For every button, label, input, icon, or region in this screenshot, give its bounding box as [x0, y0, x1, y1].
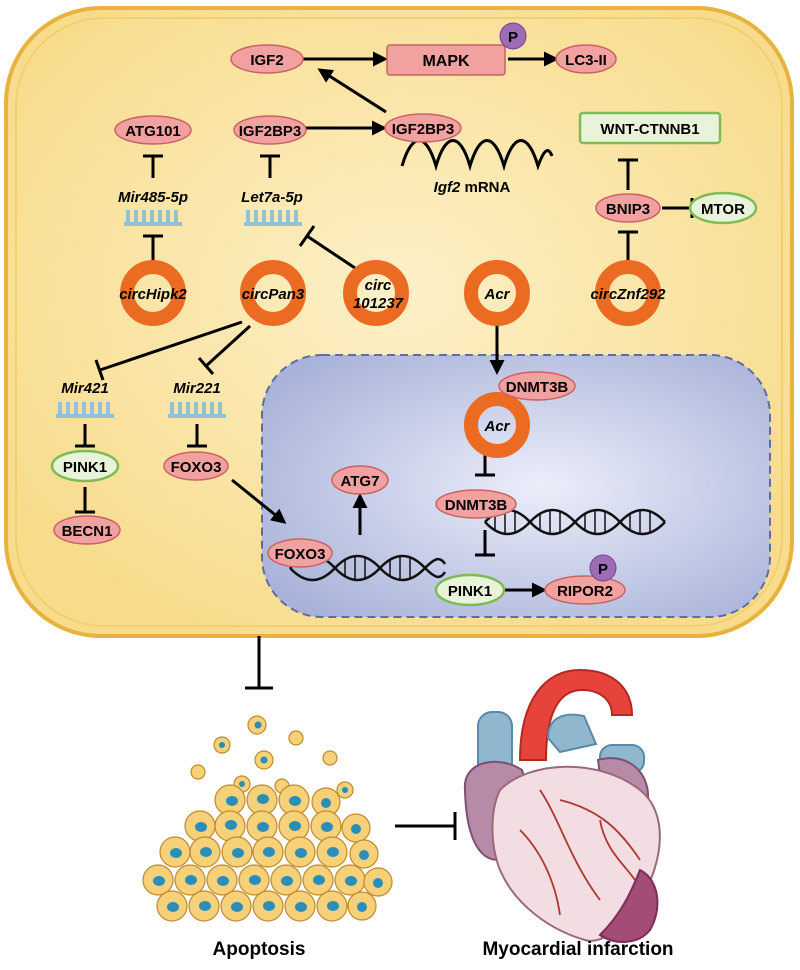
igf2bp3-label-b: IGF2BP3 [392, 121, 455, 138]
circ-rings [120, 260, 661, 458]
dnmt3b-label-a: DNMT3B [506, 379, 569, 396]
mir421-label: Mir421 [61, 380, 109, 397]
phospho-mapk-label: P [508, 29, 518, 46]
let7a-label: Let7a-5p [241, 189, 303, 206]
wnt-label: WNT-CTNNB1 [600, 121, 699, 138]
mirna-comb-mir485 [124, 210, 182, 226]
igf2bp3-label-a: IGF2BP3 [239, 123, 302, 140]
phospho-ripor2-label: P [598, 561, 608, 578]
becn1-label: BECN1 [62, 523, 113, 540]
apoptosis-cell-cluster [142, 715, 393, 922]
circ-pan3-label: circPan3 [242, 286, 305, 303]
phospho-ripor2 [589, 554, 617, 582]
circ-101237-label-2: 101237 [353, 295, 404, 312]
edge-foxo3-translocate [231, 478, 287, 524]
dnmt3b-label-b: DNMT3B [445, 497, 508, 514]
mirna-comb-mir221 [168, 402, 226, 418]
dna-helix-right [484, 508, 666, 536]
ripor2-label: RIPOR2 [557, 583, 613, 600]
nucleus [261, 354, 771, 618]
mtor-label: MTOR [701, 201, 745, 218]
circ-101237-ring [343, 260, 409, 326]
circ-acr-ring-a [464, 260, 530, 326]
lc3-label: LC3-II [565, 52, 607, 69]
green-protein-shapes [50, 111, 758, 607]
mi-caption: Myocardial infarction [482, 939, 673, 960]
bnip3-label: BNIP3 [606, 201, 650, 218]
igf2-mrna-label: Igf2 mRNA [434, 179, 511, 196]
atg101-label: ATG101 [125, 123, 181, 140]
cell-membrane-inner [15, 17, 783, 627]
mapk-box [386, 44, 506, 76]
circ-hipk2-ring [120, 260, 186, 326]
circ-acr-label-a: Acr [483, 286, 510, 303]
circ-101237-label-1: circ [365, 277, 392, 294]
mirna-comb-let7a [244, 210, 302, 226]
circ-acr-ring-b [464, 392, 530, 458]
protein-shapes [53, 44, 661, 605]
pink1-label-b: PINK1 [448, 583, 492, 600]
edge-igf2bp3-igf2 [317, 68, 387, 114]
mir221-label: Mir221 [173, 380, 221, 397]
circ-pan3-ring [240, 260, 306, 326]
igf2-label: IGF2 [250, 52, 283, 69]
pink1-label-a: PINK1 [63, 459, 107, 476]
atg7-label: ATG7 [341, 473, 380, 490]
apoptosis-caption: Apoptosis [213, 939, 306, 960]
edge-101237-let7a [306, 234, 356, 270]
circ-znf292-ring [595, 260, 661, 326]
mirna-comb-mir421 [56, 402, 114, 418]
protein-labels: IGF2 MAPK LC3-II ATG101 IGF2BP3 IGF2BP3 … [62, 52, 746, 600]
mapk-label: MAPK [422, 53, 470, 70]
foxo3-label-b: FOXO3 [275, 546, 326, 563]
heart-illustration [463, 668, 661, 943]
mir485-label: Mir485-5p [118, 189, 188, 206]
foxo3-label-a: FOXO3 [171, 459, 222, 476]
circ-znf292-label: circZnf292 [590, 286, 666, 303]
edge-pan3-mir221 [204, 324, 252, 368]
edge-pan3-mir421 [99, 320, 243, 372]
phospho-mapk [499, 22, 527, 50]
igf2-mrna-strand [400, 139, 554, 172]
circ-acr-label-b: Acr [483, 418, 510, 435]
circ-hipk2-label: circHipk2 [119, 286, 187, 303]
pathway-edges [75, 51, 694, 840]
